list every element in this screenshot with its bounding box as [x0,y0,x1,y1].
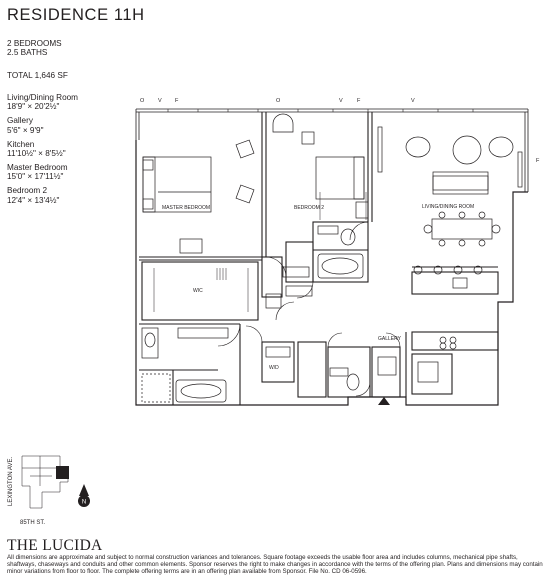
north-label: N [82,500,86,506]
label-wd: W/D [269,365,279,371]
exterior-wall [135,140,528,406]
key-plan: LEXINGTON AVE. 85TH ST. N [8,455,90,526]
unit-location-marker [56,466,69,479]
legal-disclaimer: All dimensions are approximate and subje… [7,554,543,575]
key-plan-building [21,455,69,509]
interior-walls [139,112,499,405]
door-swings [217,221,401,397]
exposure-mark: F [357,98,361,104]
window-mullions [167,109,474,112]
room-dims: 11'10½" × 8'5½" [7,149,66,159]
room-entry: Living/Dining Room 18'9" × 20'2½" [7,93,78,112]
room-dims: 5'6" × 9'9" [7,125,44,135]
label-wic: WIC [193,288,203,294]
room-name: Gallery [7,116,33,126]
bedroom-2-furniture [272,113,369,219]
brand-logo: THE LUCIDA [7,537,103,554]
north-arrow-icon: N [78,484,90,507]
room-dims: 18'9" × 20'2½" [7,102,60,112]
room-dims: 15'0" × 17'11½" [7,172,64,182]
exposure-mark: O [140,98,145,104]
room-entry: Bedroom 2 12'4" × 13'4½" [7,186,78,205]
room-dimensions-list: Living/Dining Room 18'9" × 20'2½" Galler… [7,93,78,210]
bath-fixtures [141,225,397,403]
label-bedroom-2: BEDROOM 2 [294,205,324,211]
room-name: Kitchen [7,139,35,149]
residence-title: RESIDENCE 11H [7,6,145,24]
exposure-mark: V [339,98,343,104]
exposure-mark: V [158,98,162,104]
exposure-mark: V [411,98,415,104]
unit-summary: 2 BEDROOMS 2.5 BATHS [7,39,62,58]
entry-arrow-icon [378,397,390,405]
street-label: 85TH ST. [20,520,45,526]
room-dims: 12'4" × 13'4½" [7,195,60,205]
exposure-marks: O V F O V F V F [140,98,540,164]
exposure-mark: F [175,98,179,104]
avenue-label: LEXINGTON AVE. [8,457,14,506]
master-bedroom-furniture [142,139,255,254]
floor-plan: O V F O V F V F [135,98,540,406]
room-name: Living/Dining Room [7,93,78,102]
room-name: Master Bedroom [7,162,68,172]
shelving [153,192,367,312]
room-labels: MASTER BEDROOM BEDROOM 2 LIVING/DINING R… [162,204,474,371]
label-master-bedroom: MASTER BEDROOM [162,205,210,211]
bedrooms-count: 2 BEDROOMS [7,39,62,48]
exposure-mark: O [276,98,281,104]
exposure-mark: F [536,158,540,164]
total-area: TOTAL 1,646 SF [7,71,68,80]
baths-count: 2.5 BATHS [7,48,48,58]
room-entry: Gallery 5'6" × 9'9" [7,116,78,135]
living-room-furniture [377,126,523,383]
window-walls [135,108,529,192]
label-living-dining: LIVING/DINING ROOM [422,204,474,210]
room-name: Bedroom 2 [7,186,48,196]
label-gallery: GALLERY [378,336,402,342]
room-entry: Kitchen 11'10½" × 8'5½" [7,140,78,159]
room-entry: Master Bedroom 15'0" × 17'11½" [7,163,78,182]
